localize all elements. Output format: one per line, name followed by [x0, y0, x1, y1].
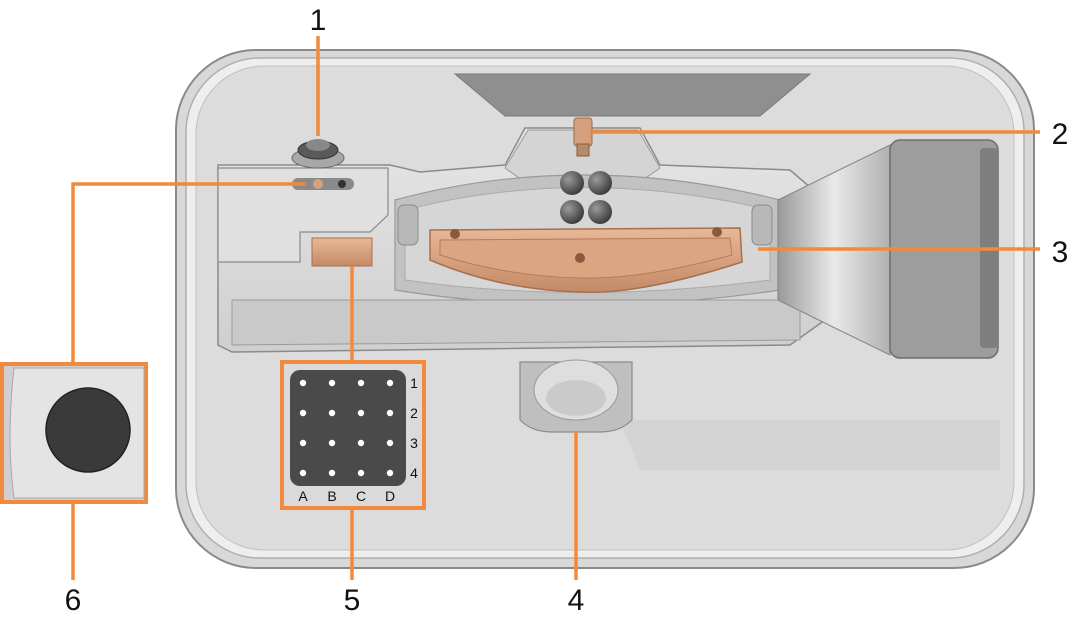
contact-dot-D1	[386, 379, 394, 387]
contact-grid-dots	[299, 379, 394, 477]
inset-contact-zoom	[0, 362, 148, 504]
port-sphere	[588, 200, 612, 224]
contact-grid-row-labels: 1 2 3 4	[410, 375, 418, 481]
contact-dot-A1	[299, 379, 307, 387]
contact-dot-D2	[386, 409, 394, 417]
adjustment-knob	[291, 139, 354, 190]
contact-dot-C3	[357, 439, 365, 447]
contact-pin-icon	[573, 117, 593, 157]
bottom-port	[519, 359, 633, 433]
contact-dot-C2	[357, 409, 365, 417]
sample-stage-icon	[429, 227, 743, 293]
callout-4: 4	[568, 584, 585, 617]
contact-dot-D4	[386, 469, 394, 477]
callout-2: 2	[1052, 118, 1069, 151]
grid-row-label: 2	[410, 405, 418, 421]
grid-column-label: C	[356, 488, 366, 504]
grid-row-label: 1	[410, 375, 418, 391]
contact-dot-B3	[328, 439, 336, 447]
contact-dot-B1	[328, 379, 336, 387]
port-sphere	[560, 171, 584, 195]
contact-grid-column-labels: A B C D	[298, 488, 395, 504]
contact-dot-A3	[299, 439, 307, 447]
callout-3: 3	[1052, 236, 1069, 269]
leader-line-6a	[71, 182, 305, 362]
leader-lines	[71, 36, 1040, 580]
contact-dot-A4	[299, 469, 307, 477]
contact-dot-C4	[357, 469, 365, 477]
contact-dot-C1	[357, 379, 365, 387]
grid-column-label: D	[385, 488, 395, 504]
port-sphere	[560, 200, 584, 224]
contact-pin-icon	[45, 387, 131, 473]
port-sphere	[588, 171, 612, 195]
callout-5: 5	[344, 584, 361, 617]
contact-array-icon: A B C D 1 2 3 4	[280, 360, 426, 510]
callout-6: 6	[65, 584, 82, 617]
grid-column-label: A	[298, 488, 308, 504]
contact-dot-A2	[299, 409, 307, 417]
contact-dot-D3	[386, 439, 394, 447]
callout-1: 1	[310, 4, 327, 37]
contact-dot-B2	[328, 409, 336, 417]
callout-numbers: 1 2 3 4 5 6	[65, 4, 1069, 617]
grid-row-label: 4	[410, 465, 418, 481]
contact-dot-B4	[328, 469, 336, 477]
grid-column-label: B	[327, 488, 336, 504]
grid-row-label: 3	[410, 435, 418, 451]
contact-grid-panel	[290, 370, 406, 486]
contact-pad-array	[311, 237, 373, 267]
